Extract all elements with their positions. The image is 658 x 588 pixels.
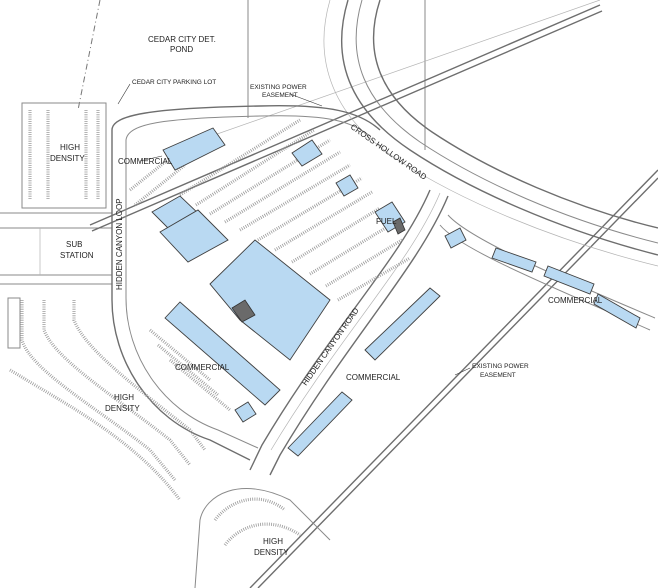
label-hidden-canyon-loop: HIDDEN CANYON LOOP bbox=[115, 198, 124, 290]
label-high-density-nw-1: HIGH bbox=[60, 143, 80, 152]
labels: CEDAR CITY DET. POND CEDAR CITY PARKING … bbox=[50, 35, 603, 557]
building-anchor-annex bbox=[231, 299, 256, 323]
building-central-row bbox=[164, 301, 281, 406]
building-east-row-1 bbox=[364, 287, 441, 361]
label-cedar-city-det-pond-2: POND bbox=[170, 45, 193, 54]
cross-hollow-road-lines bbox=[323, 0, 658, 267]
label-commercial-center: COMMERCIAL bbox=[175, 363, 230, 372]
label-high-density-sw-1: HIGH bbox=[114, 393, 134, 402]
building-anchor-store bbox=[209, 239, 331, 361]
label-sub-station-1: SUB bbox=[66, 240, 82, 249]
label-existing-power-easement-top-2: EASEMENT bbox=[262, 92, 298, 99]
label-existing-power-easement-right-2: EASEMENT bbox=[480, 372, 516, 379]
fuel-canopy bbox=[392, 217, 406, 235]
label-high-density-s-1: HIGH bbox=[263, 537, 283, 546]
building-nw-commercial bbox=[162, 127, 226, 171]
building-west-2 bbox=[159, 209, 229, 263]
hidden-canyon-loop-lines bbox=[111, 105, 381, 461]
label-cedar-city-parking-lot: CEDAR CITY PARKING LOT bbox=[132, 79, 216, 86]
building-ne-2 bbox=[491, 247, 537, 273]
building-ne-4 bbox=[593, 293, 641, 329]
label-cross-hollow-road: CROSS HOLLOW ROAD bbox=[349, 122, 429, 182]
label-commercial-east: COMMERCIAL bbox=[548, 296, 603, 305]
power-easement-lower bbox=[249, 169, 658, 588]
label-high-density-nw-2: DENSITY bbox=[50, 154, 85, 163]
building-small-1 bbox=[291, 139, 323, 167]
label-cedar-city-det-pond-1: CEDAR CITY DET. bbox=[148, 35, 216, 44]
property-lines bbox=[0, 0, 426, 285]
buildings bbox=[151, 127, 641, 457]
label-existing-power-easement-right-1: EXISTING POWER bbox=[472, 363, 529, 370]
building-small-2 bbox=[335, 174, 359, 197]
label-commercial-nw: COMMERCIAL bbox=[118, 157, 173, 166]
label-high-density-sw-2: DENSITY bbox=[105, 404, 140, 413]
building-east-row-2 bbox=[287, 391, 353, 457]
label-sub-station-2: STATION bbox=[60, 251, 94, 260]
building-ne-3 bbox=[543, 265, 595, 295]
label-existing-power-easement-top-1: EXISTING POWER bbox=[250, 84, 307, 91]
label-fuel: FUEL bbox=[376, 217, 397, 226]
leader-lines bbox=[117, 83, 471, 376]
building-ne-1 bbox=[444, 227, 467, 249]
label-high-density-s-2: DENSITY bbox=[254, 548, 289, 557]
building-central-small bbox=[234, 401, 257, 423]
parking-stalls bbox=[7, 102, 411, 588]
label-commercial-sw: COMMERCIAL bbox=[346, 373, 401, 382]
power-easement-upper bbox=[89, 0, 603, 232]
hidden-canyon-road-lines bbox=[249, 189, 449, 476]
